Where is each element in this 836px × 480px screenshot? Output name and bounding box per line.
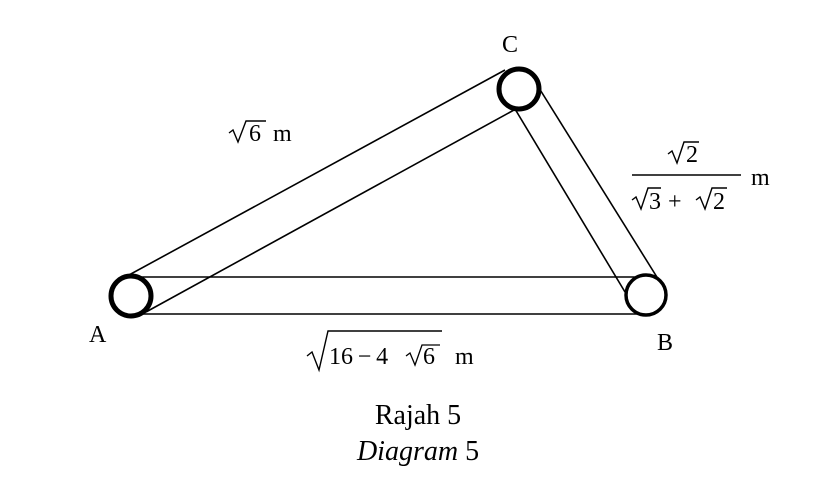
belt-ac-top bbox=[117, 69, 506, 282]
measure-ac: 6 m bbox=[228, 120, 292, 147]
measure-cb-den-op: + bbox=[668, 189, 682, 215]
measure-ac-unit: m bbox=[273, 121, 292, 147]
measure-cb: 2 3 + 2 m bbox=[631, 141, 770, 215]
caption-malay: Rajah 5 bbox=[374, 400, 462, 431]
measure-cb-numerator: 2 bbox=[686, 142, 698, 168]
measure-ab-prefix: 16 − 4 bbox=[329, 344, 388, 370]
measure-ab-unit: m bbox=[455, 344, 474, 370]
belt-ac-bottom bbox=[145, 109, 515, 313]
pulley-b bbox=[624, 273, 668, 317]
belt-cb-right bbox=[538, 87, 661, 283]
caption-english-word: Diagram bbox=[356, 436, 459, 467]
vertex-label-b: B bbox=[657, 330, 673, 356]
measure-ab-inner-radicand: 6 bbox=[423, 344, 435, 370]
measure-ab: 16 − 4 6 m bbox=[306, 330, 474, 373]
measure-cb-den-left: 3 bbox=[649, 189, 661, 215]
pulley-a bbox=[108, 273, 154, 319]
measure-ac-radicand: 6 bbox=[249, 121, 261, 147]
vertex-label-c: C bbox=[502, 32, 518, 58]
caption-english: Diagram 5 bbox=[0, 436, 836, 468]
measure-cb-unit: m bbox=[751, 165, 770, 191]
measure-cb-den-right: 2 bbox=[713, 189, 725, 215]
belt-cb-left bbox=[511, 103, 626, 293]
vertex-label-a: A bbox=[89, 322, 107, 348]
caption-english-number: 5 bbox=[458, 436, 480, 467]
pulley-c bbox=[496, 66, 542, 112]
